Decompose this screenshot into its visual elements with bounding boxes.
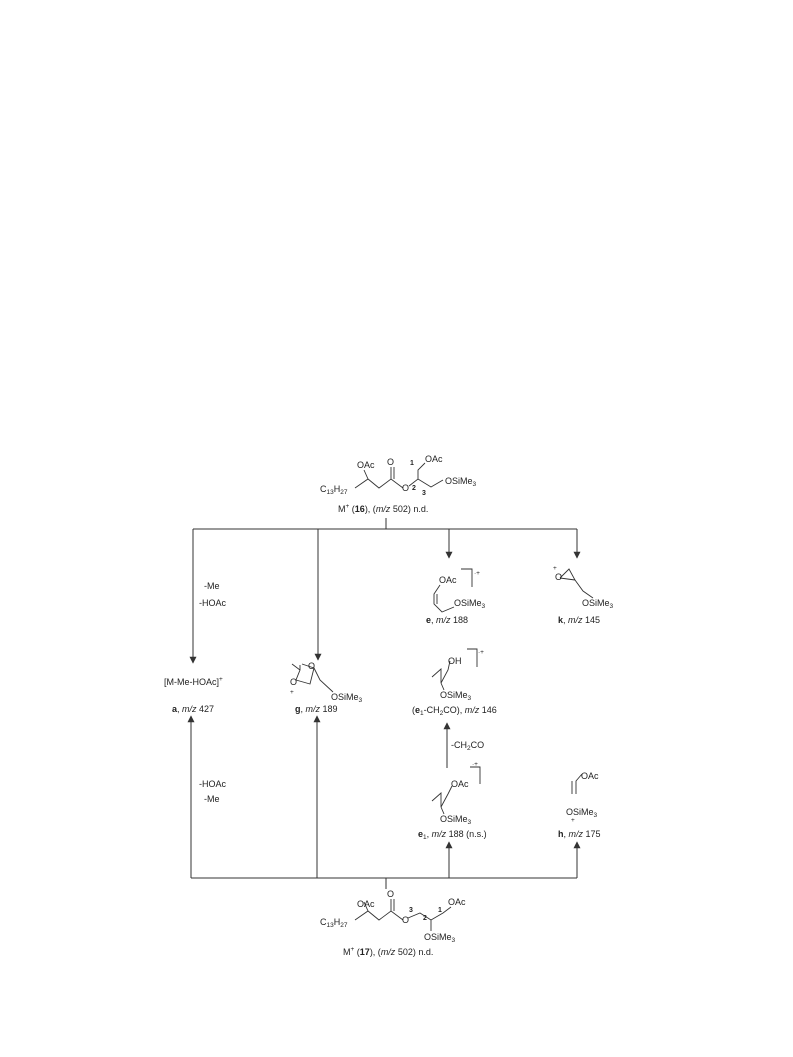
structure-16-position-2: 2 [412, 485, 416, 492]
svg-text:O: O [308, 661, 315, 671]
structure-17-position-3: 3 [409, 907, 413, 914]
structure-16-skeleton [354, 462, 444, 489]
structure-17-o-carbonyl: O [387, 889, 394, 899]
structure-17-osime3: OSiMe3 [424, 932, 456, 944]
fragment-e: OAc ·+ OSiMe3 e, m/z 188 [426, 568, 486, 625]
svg-text:+: + [290, 689, 294, 696]
svg-text:OSiMe3: OSiMe3 [440, 814, 472, 826]
structure-17-o-ester: O [402, 915, 409, 925]
fragment-g-label: g, m/z 189 [295, 704, 338, 714]
svg-text:OAc: OAc [439, 575, 457, 585]
svg-text:+: + [553, 565, 557, 572]
fragment-a: [M-Me-HOAc]+ a, m/z 427 [164, 676, 223, 714]
fragment-e1: OAc ·+ OSiMe3 e1, m/z 188 (n.s.) [418, 761, 487, 841]
fragment-e-label: e, m/z 188 [426, 615, 468, 625]
svg-text:+: + [571, 817, 575, 824]
structure-17-caption: M+ (17), (m/z 502) n.d. [343, 946, 433, 957]
svg-text:OAc: OAc [451, 779, 469, 789]
svg-text:·+: ·+ [474, 570, 480, 577]
svg-text:O: O [290, 677, 297, 687]
structure-17-position-2: 2 [423, 915, 427, 922]
svg-text:OSiMe3: OSiMe3 [582, 598, 614, 610]
fragment-e1-minus-label: (e1-CH2CO), m/z 146 [412, 705, 497, 717]
loss-label-top: -Me [204, 581, 220, 591]
top-branch-lines [189, 518, 581, 664]
fragment-a-label: a, m/z 427 [172, 704, 214, 714]
svg-text:OSiMe3: OSiMe3 [566, 807, 598, 819]
loss-label-ketene: -CH2CO [451, 740, 484, 752]
structure-16-position-3: 3 [422, 490, 426, 497]
structure-17-skeleton [354, 899, 452, 931]
svg-text:OSiMe3: OSiMe3 [454, 598, 486, 610]
svg-text:OH: OH [448, 656, 462, 666]
loss-label-bottom-2: -Me [204, 794, 220, 804]
svg-text:·+: ·+ [472, 761, 478, 768]
structure-17-chain: C13H27 [320, 917, 348, 929]
structure-16-position-1: 1 [410, 460, 414, 467]
bottom-branch-lines [187, 715, 581, 889]
fragment-e1-minus-ketene: OH ·+ OSiMe3 (e1-CH2CO), m/z 146 [412, 648, 497, 717]
structure-16-caption: M+ (16), (m/z 502) n.d. [338, 503, 428, 514]
fragment-g: O O + OSiMe3 g, m/z 189 [290, 661, 363, 714]
svg-text:OSiMe3: OSiMe3 [331, 692, 363, 704]
structure-17: OAc O O OAc C13H27 OSiMe3 3 2 1 M+ (17),… [320, 889, 466, 957]
structure-17-oac-right: OAc [448, 897, 466, 907]
structure-16-chain: C13H27 [320, 484, 348, 496]
structure-17-position-1: 1 [438, 907, 442, 914]
svg-text:O: O [555, 572, 562, 582]
loss-label-bottom: -HOAc [199, 779, 227, 789]
structure-16-o-carbonyl: O [387, 457, 394, 467]
structure-16-o-ester: O [402, 483, 409, 493]
svg-text:OSiMe3: OSiMe3 [440, 690, 472, 702]
fragment-h: OAc OSiMe3 + h, m/z 175 [558, 771, 601, 839]
structure-16-oac-left: OAc [357, 460, 375, 470]
fragment-h-label: h, m/z 175 [558, 829, 601, 839]
fragment-e1-label: e1, m/z 188 (n.s.) [418, 829, 487, 841]
structure-16-osime3: OSiMe3 [445, 476, 477, 488]
fragment-k-label: k, m/z 145 [558, 615, 600, 625]
structure-17-oac-left: OAc [357, 899, 375, 909]
structure-16: OAc O O OAc C13H27 OSiMe3 1 2 3 M+ (16),… [320, 454, 477, 514]
svg-text:·+: ·+ [478, 649, 484, 656]
loss-label-top-2: -HOAc [199, 598, 227, 608]
svg-text:[M-Me-HOAc]+: [M-Me-HOAc]+ [164, 676, 223, 687]
structure-16-oac-top: OAc [425, 454, 443, 464]
fragment-k: O + OSiMe3 k, m/z 145 [553, 565, 614, 625]
svg-text:OAc: OAc [581, 771, 599, 781]
